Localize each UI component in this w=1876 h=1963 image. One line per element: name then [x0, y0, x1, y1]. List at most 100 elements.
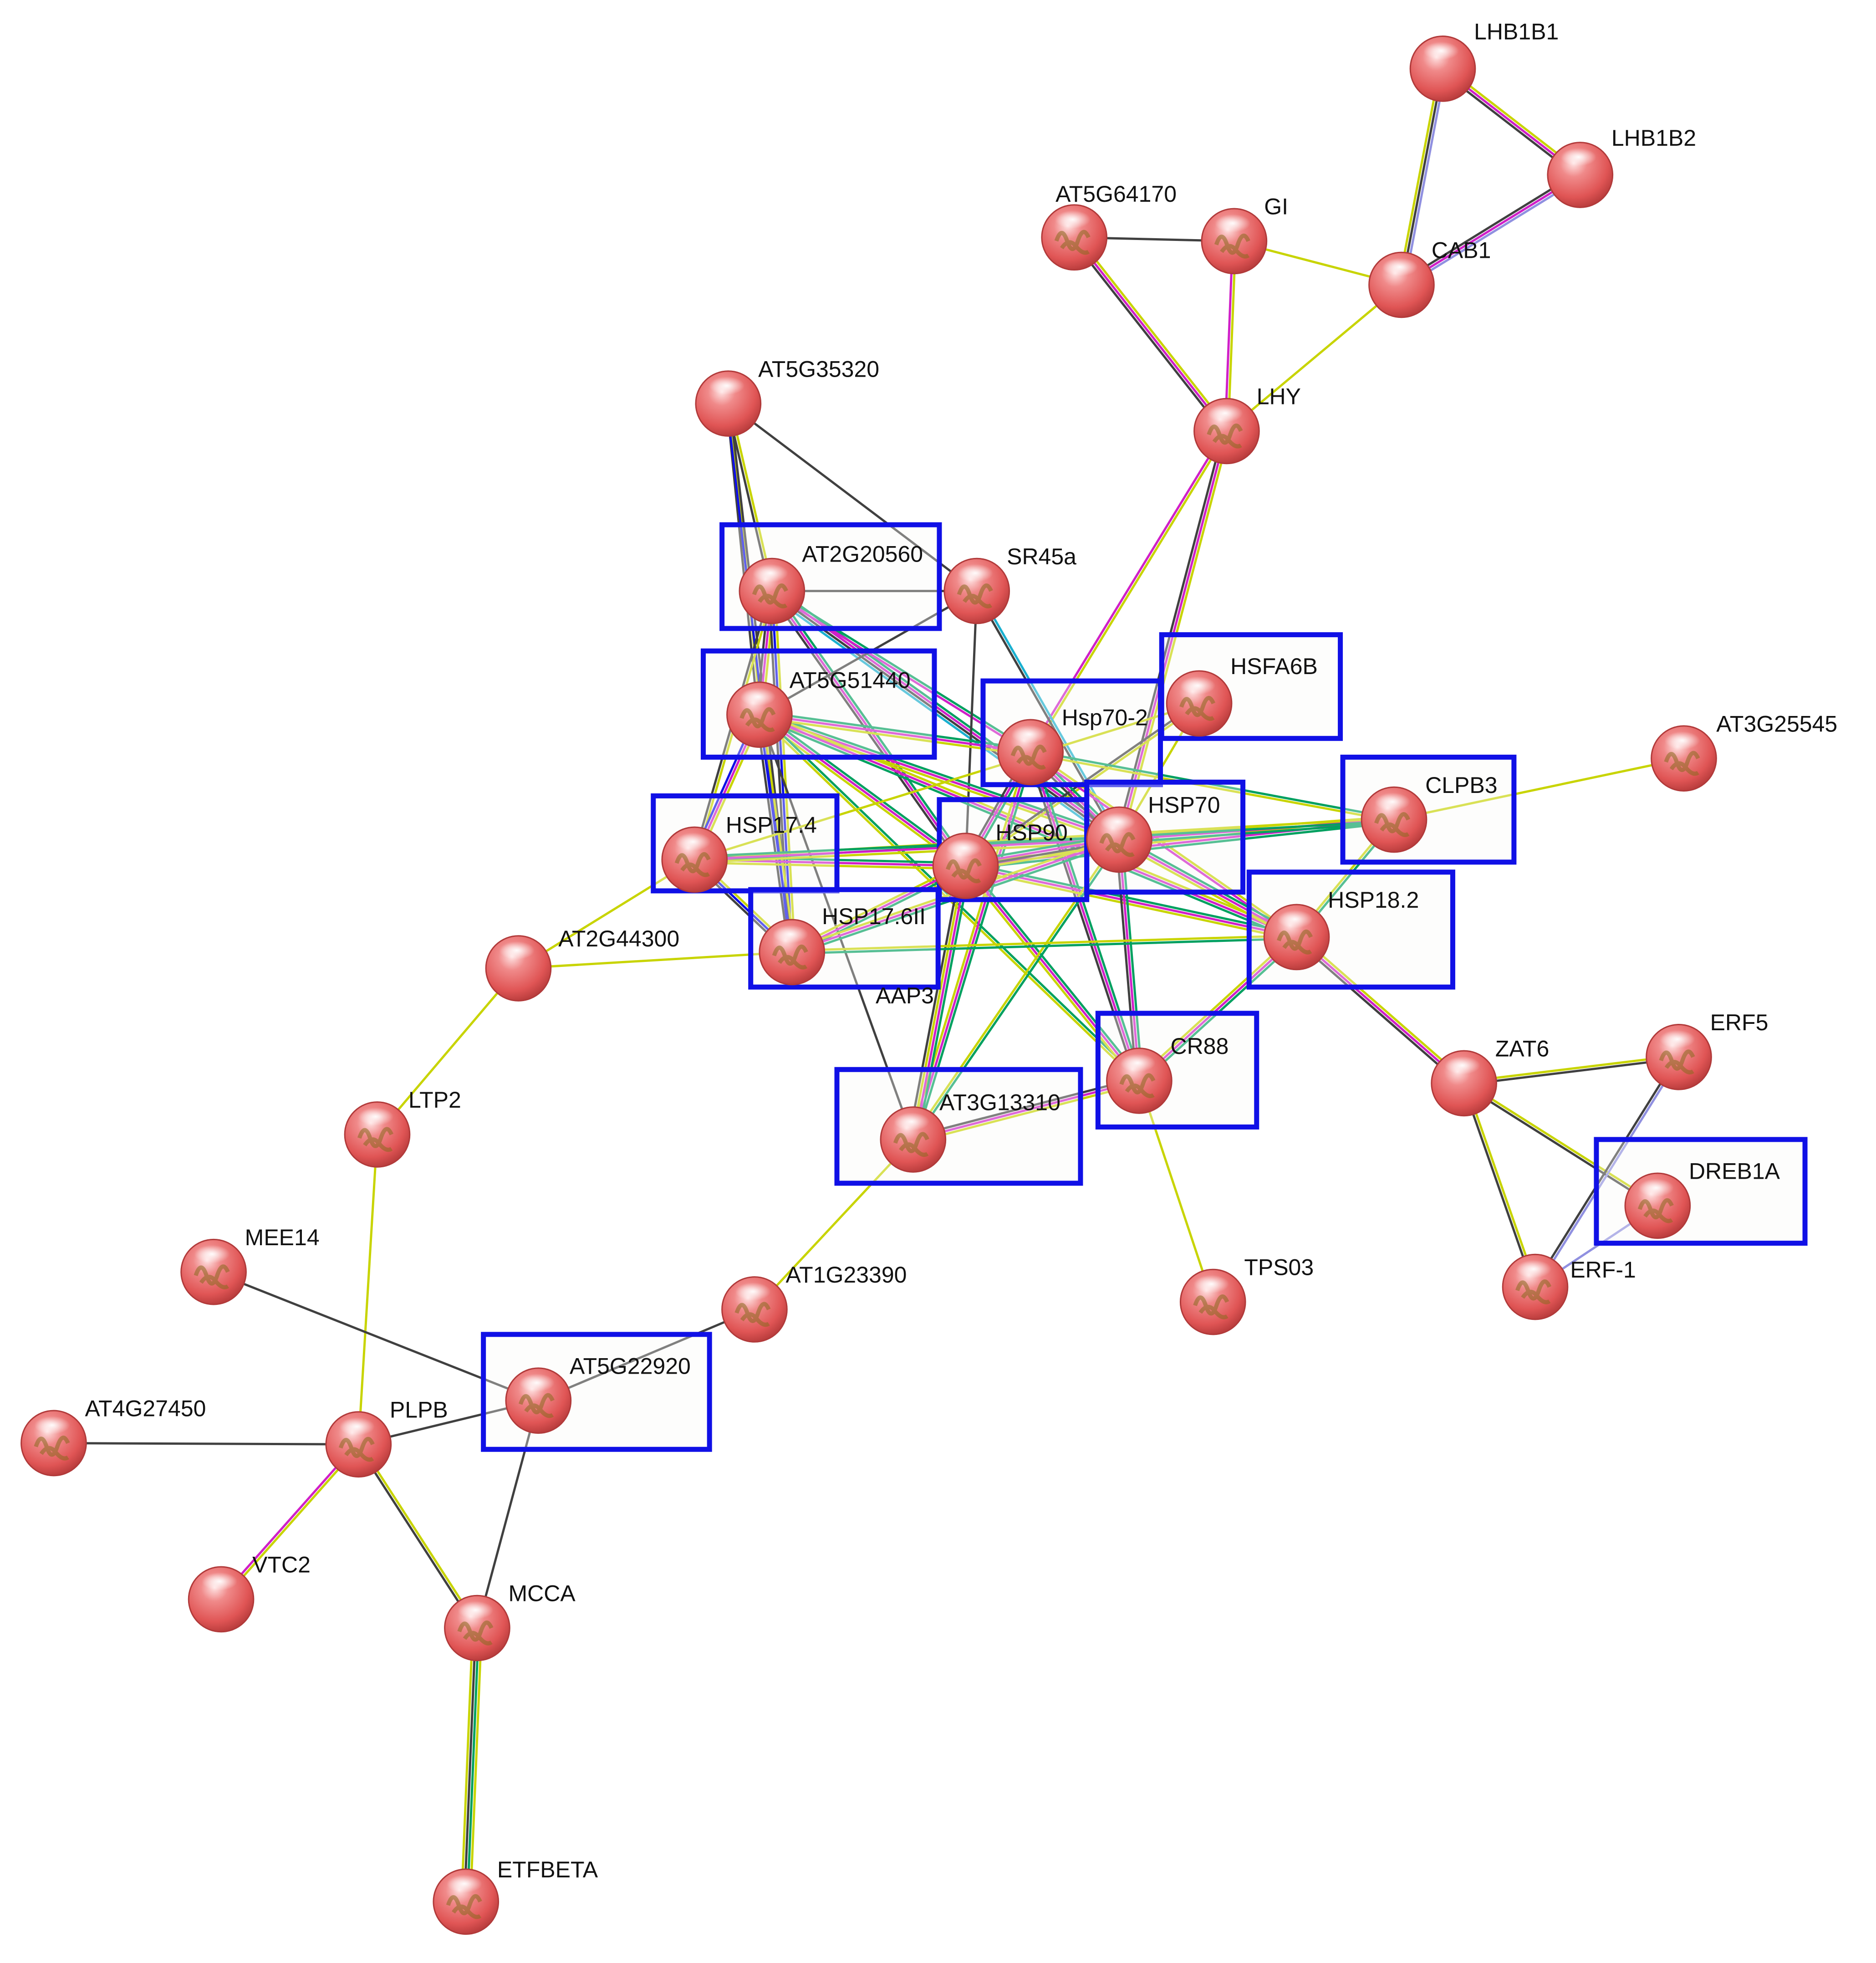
node-cab1[interactable] — [1368, 251, 1435, 318]
edge-channel-line — [1120, 836, 1299, 935]
node-shine — [1277, 910, 1313, 929]
node-label-dreb1a: DREB1A — [1689, 1158, 1780, 1184]
node-label-hsp70: HSP70 — [1148, 792, 1220, 818]
node-mcca[interactable] — [444, 1595, 510, 1661]
node-shine — [1100, 813, 1136, 831]
node-shine — [772, 925, 808, 944]
edge-mcca-etfbeta — [460, 1628, 483, 1902]
node-at3g13310[interactable] — [880, 1106, 947, 1173]
node-shine — [1193, 1275, 1229, 1293]
node-lhb1b1[interactable] — [1409, 36, 1476, 102]
protein-structure-icon — [1214, 234, 1250, 259]
node-clpb3[interactable] — [1361, 786, 1427, 853]
node-hsp90-1[interactable] — [932, 833, 999, 899]
node-shine — [339, 1417, 375, 1436]
edge-channel-line — [792, 937, 1297, 955]
node-mee14[interactable] — [180, 1238, 247, 1305]
protein-structure-icon — [946, 858, 982, 884]
edge-channel-line — [910, 865, 965, 1140]
node-cr88[interactable] — [1106, 1048, 1172, 1114]
edge-channel-line — [1533, 1055, 1679, 1287]
node-zat6[interactable] — [1431, 1050, 1497, 1117]
node-label-at2g44300: AT2G44300 — [558, 926, 679, 951]
node-gi[interactable] — [1201, 208, 1268, 275]
node-at5g51440[interactable] — [726, 681, 793, 748]
edge-channel-line — [1030, 752, 1394, 823]
edge-channel-line — [1535, 1057, 1681, 1288]
node-sr45a[interactable] — [943, 557, 1010, 624]
node-label-at5g51440: AT5G51440 — [790, 667, 911, 693]
node-hsp18-2[interactable] — [1263, 904, 1330, 971]
edge-cr88-at3g13310 — [912, 1077, 1141, 1144]
node-vtc2[interactable] — [188, 1566, 255, 1633]
node-shine — [194, 1245, 230, 1263]
protein-structure-icon — [734, 1302, 771, 1327]
edge-hsp17-4-hsp70 — [694, 835, 1120, 864]
edge-channel-line — [758, 716, 1296, 941]
edge-channel-line — [754, 1139, 914, 1310]
node-hsp70[interactable] — [1086, 806, 1152, 873]
edge-hsp17-4-at2g44300 — [518, 859, 695, 970]
edge-hsp70-2-cr88 — [1026, 751, 1143, 1082]
edge-channel-line — [518, 859, 695, 970]
edge-channel-line — [1030, 431, 1229, 754]
node-plpb[interactable] — [325, 1411, 392, 1478]
node-dreb1a[interactable] — [1624, 1172, 1691, 1239]
node-at5g64170[interactable] — [1041, 204, 1108, 271]
node-shine — [709, 376, 745, 395]
node-erf5[interactable] — [1646, 1024, 1712, 1090]
node-at4g27450[interactable] — [20, 1410, 87, 1477]
node-etfbeta[interactable] — [433, 1868, 500, 1935]
node-at5g22920[interactable] — [505, 1367, 572, 1434]
node-shine — [1638, 1179, 1674, 1197]
edge-at5g51440-hsp90-1 — [757, 711, 968, 869]
node-label-at5g22920: AT5G22920 — [570, 1353, 691, 1379]
node-label-lhy: LHY — [1257, 384, 1301, 409]
node-label-at5g35320: AT5G35320 — [758, 356, 879, 382]
edge-channel-line — [1294, 938, 1463, 1087]
node-hsfa6b[interactable] — [1166, 670, 1233, 737]
node-label-hsp18-2: HSP18.2 — [1328, 887, 1419, 913]
node-hsp17-6ii[interactable] — [759, 919, 826, 986]
edge-channel-line — [727, 403, 978, 592]
node-shine — [201, 1572, 238, 1591]
node-label-etfbeta: ETFBETA — [497, 1857, 598, 1882]
node-shine — [1207, 404, 1243, 423]
node-shine — [1659, 1030, 1695, 1048]
protein-structure-icon — [1637, 1198, 1674, 1223]
protein-structure-icon — [1010, 745, 1047, 770]
edge-channel-line — [221, 1444, 361, 1601]
node-at1g23390[interactable] — [721, 1276, 788, 1343]
node-hsp70-2[interactable] — [997, 719, 1064, 786]
edge-at5g64170-lhy — [1071, 235, 1230, 434]
node-lhb1b2[interactable] — [1547, 142, 1614, 208]
node-label-gi: GI — [1264, 194, 1288, 220]
node-lhy[interactable] — [1193, 398, 1260, 465]
node-label-hsp90-1: HSP90. — [995, 820, 1074, 845]
edge-channel-line — [1463, 1084, 1657, 1208]
node-label-zat6: ZAT6 — [1495, 1036, 1550, 1062]
edge-channel-line — [1119, 821, 1395, 844]
node-label-hsfa6b: HSFA6B — [1230, 654, 1318, 679]
node-ltp2[interactable] — [344, 1101, 411, 1168]
node-at3g25545[interactable] — [1651, 725, 1717, 792]
node-shine — [1515, 1260, 1552, 1278]
node-tps03[interactable] — [1179, 1268, 1246, 1335]
edge-at5g35320-sr45a — [727, 403, 978, 592]
edge-channel-line — [759, 713, 1297, 938]
node-at2g44300[interactable] — [485, 935, 552, 1002]
node-label-mcca: MCCA — [509, 1581, 576, 1606]
node-hsp17-4[interactable] — [661, 826, 728, 893]
edge-channel-line — [760, 711, 1031, 751]
edge-at4g27450-plpb — [53, 1442, 359, 1446]
edge-channel-line — [913, 866, 969, 1140]
node-at2g20560[interactable] — [739, 557, 805, 624]
edge-channel-line — [1121, 839, 1143, 1081]
node-erf-1[interactable] — [1502, 1253, 1569, 1320]
edge-channel-line — [1136, 934, 1295, 1080]
node-shine — [1055, 210, 1091, 229]
nodes-layer — [20, 36, 1717, 1935]
node-at5g35320[interactable] — [695, 370, 762, 437]
edge-channel-line — [792, 934, 1297, 952]
